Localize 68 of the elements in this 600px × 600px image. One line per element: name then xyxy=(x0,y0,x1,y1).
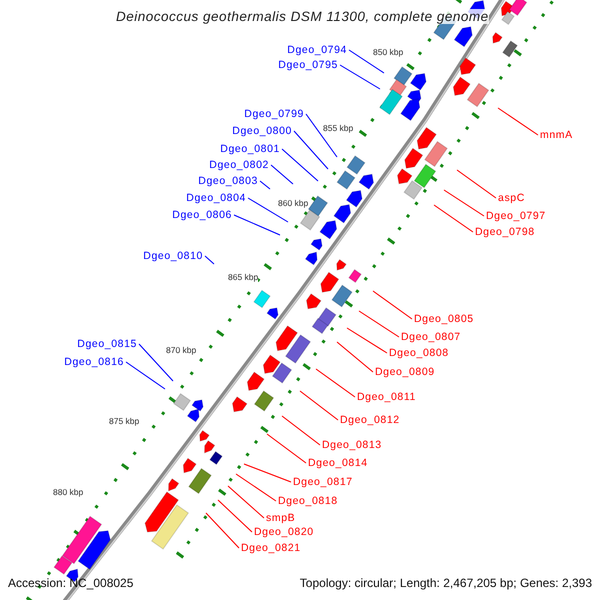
gene-label: Dgeo_0812 xyxy=(340,413,400,427)
gene-label: Dgeo_0798 xyxy=(475,225,535,239)
gene-label: Dgeo_0815 xyxy=(77,337,137,351)
gene-label: Dgeo_0814 xyxy=(308,456,368,470)
leader-line xyxy=(456,170,496,198)
leader-line xyxy=(248,198,288,222)
gene-label: Dgeo_0801 xyxy=(220,142,280,156)
leader-line xyxy=(306,114,338,158)
leader-line xyxy=(204,256,214,264)
position-label: 880 kbp xyxy=(53,487,84,497)
accession-label: Accession: NC_008025 xyxy=(8,576,134,590)
leader-line xyxy=(372,290,412,320)
leader-line xyxy=(260,180,270,190)
leader-line xyxy=(348,50,384,74)
leader-line xyxy=(294,130,328,170)
position-label: 855 kbp xyxy=(323,123,354,133)
gene-label: Dgeo_0795 xyxy=(278,58,338,72)
leader-line xyxy=(236,474,276,502)
position-label: 865 kbp xyxy=(228,272,258,282)
leader-line xyxy=(270,164,294,184)
gene-label: Dgeo_0810 xyxy=(143,249,203,263)
leader-line xyxy=(206,512,240,548)
gene-label: Dgeo_0805 xyxy=(414,312,474,326)
leader-line xyxy=(244,464,292,482)
gene-label: smpB xyxy=(266,511,296,525)
leader-line xyxy=(138,344,174,382)
gene-label: Dgeo_0811 xyxy=(357,390,416,404)
gene-label: Dgeo_0797 xyxy=(486,209,546,223)
leader-line xyxy=(300,390,338,420)
gene-label: Dgeo_0821 xyxy=(241,541,301,555)
leader-line xyxy=(282,148,318,182)
leader-line xyxy=(340,64,380,90)
leader-line xyxy=(126,362,166,390)
gene-label: Dgeo_0803 xyxy=(198,174,258,188)
leader-line xyxy=(346,328,388,354)
leader-line xyxy=(234,214,280,236)
gene-label: Dgeo_0800 xyxy=(232,124,292,138)
leader-line xyxy=(434,204,474,232)
gene-label: Dgeo_0807 xyxy=(401,330,461,344)
leader-line xyxy=(282,416,320,446)
leader-line xyxy=(444,190,484,216)
gene-label: Dgeo_0808 xyxy=(389,346,449,360)
gene-label: Dgeo_0817 xyxy=(293,475,353,489)
leader-line xyxy=(266,434,306,464)
gene-label: Dgeo_0804 xyxy=(186,191,246,205)
leader-line xyxy=(228,486,264,518)
gene-label: Dgeo_0816 xyxy=(64,355,124,369)
gene-label: Dgeo_0818 xyxy=(278,494,338,508)
leader-line xyxy=(358,310,400,338)
position-label: 860 kbp xyxy=(278,198,308,208)
title: Deinococcus geothermalis DSM 11300, complete genome xyxy=(116,9,489,24)
position-label: 850 kbp xyxy=(373,47,404,57)
leader-line xyxy=(218,500,252,532)
gene-label: Dgeo_0794 xyxy=(287,43,347,57)
position-label: 875 kbp xyxy=(109,416,140,426)
gene-label: Dgeo_0813 xyxy=(322,438,382,452)
leader-line xyxy=(316,368,356,398)
gene-label: mnmA xyxy=(540,128,573,142)
position-label: 870 kbp xyxy=(166,345,196,355)
leader-line xyxy=(498,108,538,136)
gene-label: Dgeo_0802 xyxy=(209,158,269,172)
leader-line xyxy=(336,342,374,372)
gene-label: Dgeo_0809 xyxy=(375,365,435,379)
genome-info: Topology: circular; Length: 2,467,205 bp; Genes: 2,393 xyxy=(300,576,592,590)
gene-label: Dgeo_0820 xyxy=(254,525,314,539)
gene-label: Dgeo_0799 xyxy=(244,107,304,121)
gene-label: Dgeo_0806 xyxy=(172,208,232,222)
gene-label: aspC xyxy=(498,191,525,205)
